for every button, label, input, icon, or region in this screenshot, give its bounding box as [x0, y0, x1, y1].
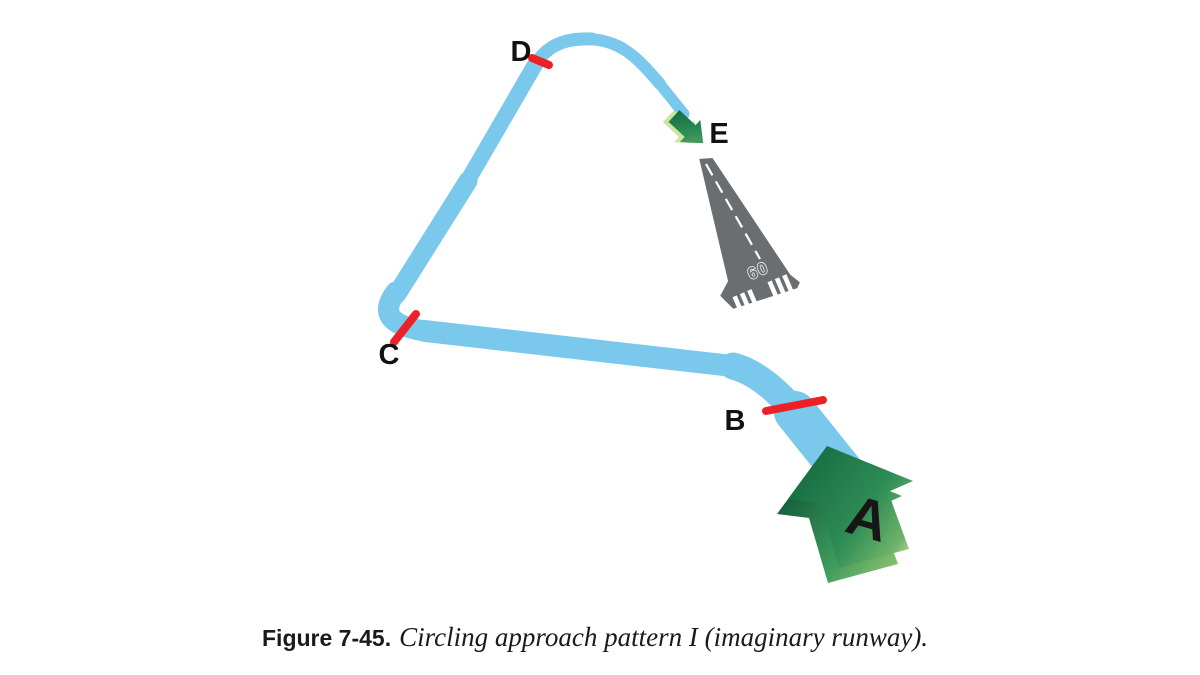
- landing-arrow-e-face: [668, 110, 704, 144]
- flight-path-turn-d2: [582, 33, 666, 90]
- figure-caption-number: Figure 7-45.: [262, 625, 392, 651]
- label-c: C: [379, 339, 400, 371]
- flight-path-final-e: [649, 72, 690, 120]
- flight-path-leg-c-d1: [387, 171, 478, 304]
- point-labels: B C D E: [379, 36, 746, 437]
- runway: 09: [697, 156, 802, 314]
- entry-arrow-a: A: [777, 446, 913, 583]
- label-d: D: [511, 36, 532, 68]
- entry-arrow-a-face: [788, 446, 913, 568]
- segment-tick-c: [390, 310, 420, 346]
- segment-ticks: [390, 54, 827, 415]
- segment-tick-b: [762, 396, 827, 415]
- figure-caption: Figure 7-45. Circling approach pattern I …: [262, 622, 1062, 653]
- segment-tick-d: [528, 54, 553, 69]
- figure-caption-title: Circling approach pattern I (imaginary r…: [399, 622, 929, 652]
- runway-surface: [697, 156, 802, 311]
- runway-threshold-stripes: [732, 274, 794, 314]
- flight-path: [378, 32, 893, 529]
- flight-path-leg-b-c: [414, 320, 752, 378]
- runway-centerline: [705, 163, 761, 260]
- label-e: E: [709, 118, 728, 150]
- label-b: B: [725, 405, 746, 437]
- landing-arrow-e: [662, 110, 704, 144]
- flight-path-leg-c-d2: [456, 55, 544, 195]
